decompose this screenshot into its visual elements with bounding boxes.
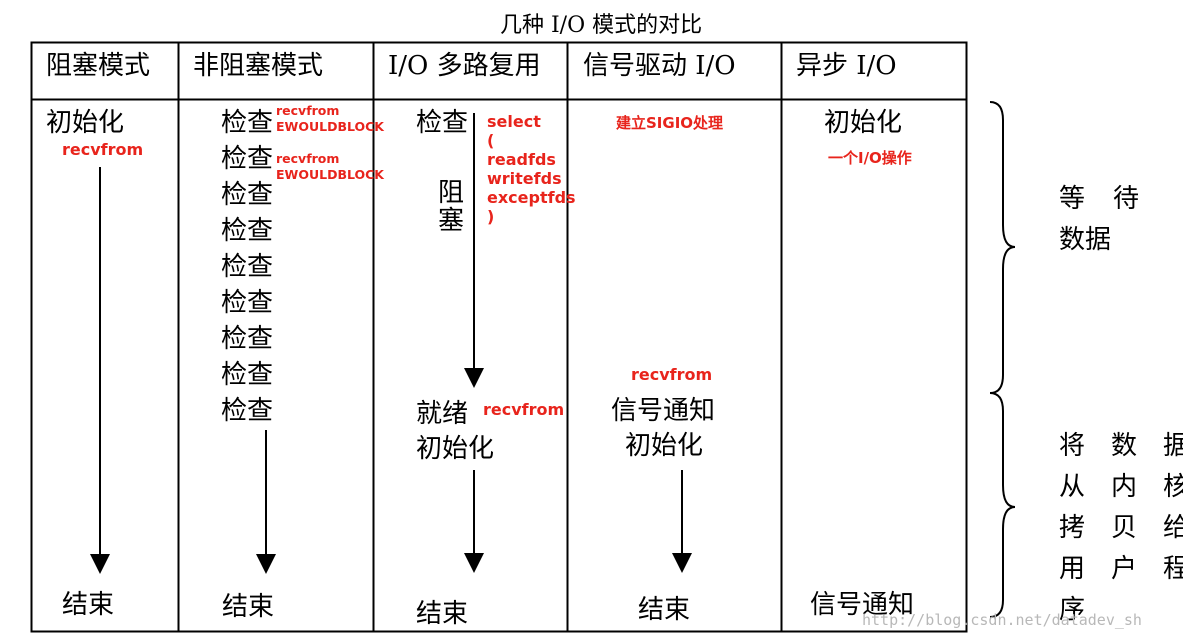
header-io-multiplexing: I/O 多路复用: [388, 51, 541, 81]
brace-copy: [989, 392, 1016, 618]
side-wait-row-1: 等待: [1059, 178, 1139, 215]
header-blocking: 阻塞模式: [46, 51, 151, 81]
side-char: 用: [1059, 554, 1086, 584]
col2-check: 检查: [221, 324, 274, 354]
side-char: 给: [1163, 513, 1183, 543]
col2-red-ewouldblock-1: EWOULDBLOCK: [276, 119, 384, 134]
col3-check: 检查: [416, 108, 469, 138]
col2-red-ewouldblock-2: EWOULDBLOCK: [276, 167, 384, 182]
side-char: 将: [1059, 431, 1086, 461]
arrow-col4: [672, 470, 692, 573]
side-char: 拷: [1059, 513, 1086, 543]
col5-init: 初始化: [824, 108, 903, 138]
header-signal-driven: 信号驱动 I/O: [583, 51, 736, 81]
header-async: 异步 I/O: [796, 51, 897, 81]
col4-end: 结束: [638, 595, 691, 625]
select-line: readfds: [487, 150, 556, 169]
select-line: select: [487, 112, 541, 131]
select-line: ): [487, 207, 495, 226]
col2-check: 检查: [221, 396, 274, 426]
select-line: (: [487, 131, 495, 150]
side-char: 等: [1059, 184, 1086, 214]
col4-init: 初始化: [625, 431, 704, 461]
side-char: 数: [1111, 431, 1138, 461]
diagram-title: 几种 I/O 模式的对比: [500, 13, 703, 38]
side-char: 核: [1163, 472, 1183, 502]
col3-end: 结束: [416, 599, 469, 629]
arrow-col3-copy: [464, 470, 484, 573]
arrow-col1: [90, 167, 110, 574]
col5-notify: 信号通知: [810, 590, 915, 620]
col2-end: 结束: [222, 592, 275, 622]
side-wait-row-2: 数据: [1059, 225, 1112, 255]
col3-blocked-1: 阻: [438, 178, 465, 208]
col4-notify: 信号通知: [611, 396, 716, 426]
col2-check: 检查: [221, 108, 274, 138]
col1-end: 结束: [62, 590, 115, 620]
col2-check: 检查: [221, 360, 274, 390]
brace-wait: [989, 101, 1016, 394]
col2-check: 检查: [221, 288, 274, 318]
side-char: 程: [1163, 554, 1183, 584]
col3-init: 初始化: [416, 434, 495, 464]
side-char: 户: [1111, 554, 1138, 584]
arrow-col3-blocking: [464, 113, 484, 388]
arrow-col2: [256, 430, 276, 574]
col2-red-recvfrom-2: recvfrom: [276, 151, 340, 166]
col5-io-op: 一个I/O操作: [828, 149, 912, 167]
col4-sigio-setup: 建立SIGIO处理: [616, 114, 724, 132]
select-line: writefds: [487, 169, 562, 188]
col4-recvfrom: recvfrom: [631, 365, 713, 384]
col3-ready: 就绪: [416, 399, 469, 429]
side-char: 贝: [1111, 513, 1138, 543]
table-frame: [30, 41, 968, 633]
col3-blocked-2: 塞: [438, 206, 465, 236]
side-char: 从: [1059, 472, 1086, 502]
watermark: http://blog.csdn.net/datadev_sh: [862, 611, 1142, 629]
col3-ready-recvfrom: recvfrom: [483, 400, 565, 419]
header-nonblocking: 非阻塞模式: [193, 51, 324, 81]
col2-check: 检查: [221, 144, 274, 174]
col2-red-recvfrom-1: recvfrom: [276, 103, 340, 118]
select-line: exceptfds: [487, 188, 576, 207]
col1-recvfrom: recvfrom: [62, 140, 144, 159]
side-char: 内: [1111, 472, 1138, 502]
col1-init: 初始化: [46, 108, 125, 138]
side-char: 据: [1163, 431, 1183, 461]
side-char: 序: [1059, 595, 1086, 625]
side-char: 待: [1113, 184, 1140, 214]
col2-check: 检查: [221, 252, 274, 282]
col2-check: 检查: [221, 180, 274, 210]
col2-check: 检查: [221, 216, 274, 246]
col3-select-block: select ( readfds writefds exceptfds ): [487, 112, 576, 226]
